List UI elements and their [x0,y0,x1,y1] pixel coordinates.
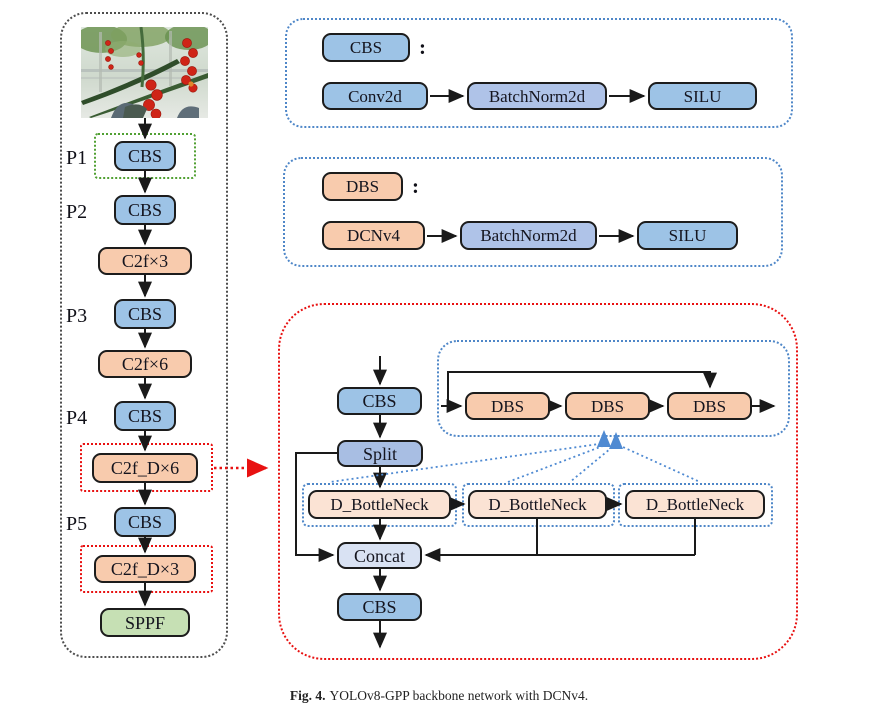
cbs-legend-silu-box: SILU [648,82,757,110]
figure-caption-text: YOLOv8-GPP backbone network with DCNv4. [329,688,589,703]
pyramid-label-p5: P5 [66,513,88,535]
backbone-group-border [60,12,228,658]
figure-caption-label: Fig. 4. [289,688,326,703]
c2fd-detail-flow [295,356,776,649]
pyramid-label-p1: P1 [66,147,88,169]
dbs-legend-silu-box: SILU [637,221,738,250]
bottleneck-to-dbs-links [329,442,701,483]
detail-cbs-out-box: CBS [337,593,422,621]
detail-bottleneck2-box: D_BottleNeck [468,490,607,519]
input-photo [75,23,213,120]
backbone-node-c2f3: C2f×3 [98,247,192,275]
cbs-legend-conv2d-box: Conv2d [322,82,428,110]
c2fd-detail-border [278,303,798,660]
detail-split-box: Split [337,440,423,467]
cbs-legend-border [285,18,793,128]
dbs-link-arrowheads [597,430,623,449]
tomato-photo-graphic [75,23,213,120]
dbs-chain-border [437,340,790,437]
detail-dbs3-box: DBS [667,392,752,420]
detail-concat-box: Concat [337,542,422,569]
dbs-legend-border [283,157,783,267]
pyramid-label-p3: P3 [66,305,88,327]
backbone-node-c2f6: C2f×6 [98,350,192,378]
dbs-legend-title-box: DBS [322,172,403,201]
pyramid-label-p2: P2 [66,201,88,223]
dbs-legend-batchnorm-box: BatchNorm2d [460,221,597,250]
backbone-node-cbs-p5: CBS [114,507,176,537]
cbs-legend-colon: : [419,35,426,59]
dbs-legend-dcnv4-box: DCNv4 [322,221,425,250]
detail-dbs2-box: DBS [565,392,650,420]
detail-dbs1-box: DBS [465,392,550,420]
backbone-node-cbs-p4: CBS [114,401,176,431]
detail-bottleneck3-box: D_BottleNeck [625,490,765,519]
backbone-node-sppf: SPPF [100,608,190,637]
backbone-node-cbs-p2: CBS [114,195,176,225]
backbone-node-c2fd3: C2f_D×3 [94,555,196,583]
cbs-legend-title-box: CBS [322,33,410,62]
cbs-legend-batchnorm-box: BatchNorm2d [467,82,607,110]
dbs-legend-colon: : [412,174,419,198]
legend-flow [427,89,646,243]
backbone-node-cbs-p3: CBS [114,299,176,329]
backbone-node-cbs-p1: CBS [114,141,176,171]
detail-bottleneck1-box: D_BottleNeck [308,490,451,519]
figure-caption: Fig. 4.YOLOv8-GPP backbone network with … [0,688,878,704]
pyramid-label-p4: P4 [66,407,88,429]
detail-cbs-in-box: CBS [337,387,422,415]
backbone-node-c2fd6: C2f_D×6 [92,453,198,483]
